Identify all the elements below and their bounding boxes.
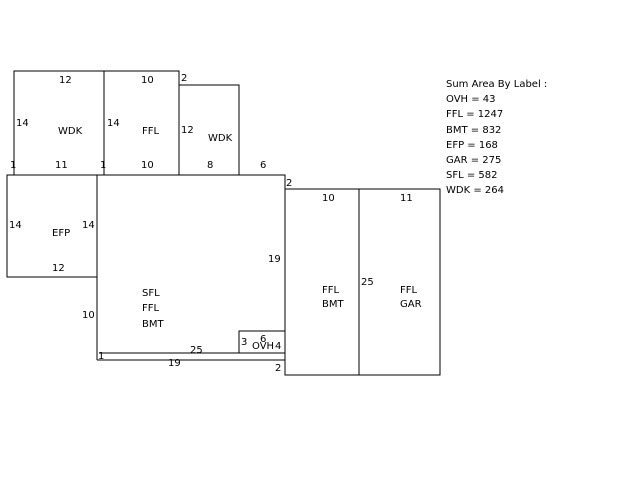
dim-wdk-left-left: 14: [16, 118, 29, 129]
dim-wdk-small-bottom: 8: [207, 160, 213, 171]
dim-wdk-left-corner-r: 1: [100, 160, 106, 171]
legend-entry: GAR = 275: [446, 155, 502, 167]
legend-entry: FFL = 1247: [446, 109, 504, 121]
dim-corner-2-bottom: 2: [275, 363, 281, 374]
legend-entry: BMT = 832: [446, 124, 502, 136]
dim-efp-right: 14: [82, 220, 95, 231]
dim-ffl-top-bottom: 10: [141, 160, 154, 171]
dim-ovh-left: 3: [241, 337, 247, 348]
area-label-ovh: OVH: [252, 341, 274, 352]
gar-outline: [358, 188, 441, 376]
dim-corner-2-top: 2: [181, 73, 187, 84]
area-label-ffl-top: FFL: [142, 126, 160, 137]
dim-gar-top: 11: [400, 193, 413, 204]
area-label-main-ffl: FFL: [142, 303, 160, 314]
area-label-gar: GAR: [400, 299, 422, 310]
dim-step-6: 6: [260, 160, 266, 171]
dim-bmt-top: 10: [322, 193, 335, 204]
dim-corner-1-bottom: 1: [98, 351, 104, 362]
dim-efp-bottom: 12: [52, 263, 65, 274]
dim-ffl-top-top: 10: [141, 75, 154, 86]
legend-entry: WDK = 264: [446, 185, 504, 197]
dim-corner-2-mid: 2: [286, 178, 292, 189]
area-summary-legend: Sum Area By Label : OVH = 43 FFL = 1247 …: [446, 77, 547, 199]
bmt-outline: [284, 188, 360, 376]
area-label-gar-ffl: FFL: [400, 285, 418, 296]
dim-main-bottom: 19: [168, 358, 181, 369]
legend-title: Sum Area By Label :: [446, 79, 548, 90]
area-label-wdk-left: WDK: [58, 126, 83, 137]
dim-efp-left: 14: [9, 220, 22, 231]
dim-gar-left: 25: [361, 277, 374, 288]
area-label-bmt-ffl: FFL: [322, 285, 340, 296]
dim-ovh-right: 4: [275, 341, 281, 352]
dim-ovh-top: 6: [260, 334, 266, 345]
dim-wdk-left-corner-l: 1: [10, 160, 16, 171]
area-label-bmt: BMT: [322, 299, 344, 310]
legend-entry: SFL = 582: [446, 170, 498, 182]
dim-wdk-small-left: 12: [181, 125, 194, 136]
legend-entry: OVH = 43: [446, 94, 496, 106]
area-label-efp: EFP: [52, 228, 70, 239]
dim-main-right: 19: [268, 254, 281, 265]
area-label-main-sfl: SFL: [142, 288, 160, 299]
dim-ffl-top-left: 14: [107, 118, 120, 129]
area-label-main-bmt: BMT: [142, 319, 164, 330]
main-top-edge: [97, 174, 286, 189]
dim-wdk-left-top: 12: [59, 75, 72, 86]
area-label-wdk-small: WDK: [208, 133, 233, 144]
dim-main-left: 10: [82, 310, 95, 321]
legend-entry: EFP = 168: [446, 139, 498, 151]
dim-main-bottom-inner: 25: [190, 345, 203, 356]
dim-wdk-left-bottom: 11: [55, 160, 68, 171]
